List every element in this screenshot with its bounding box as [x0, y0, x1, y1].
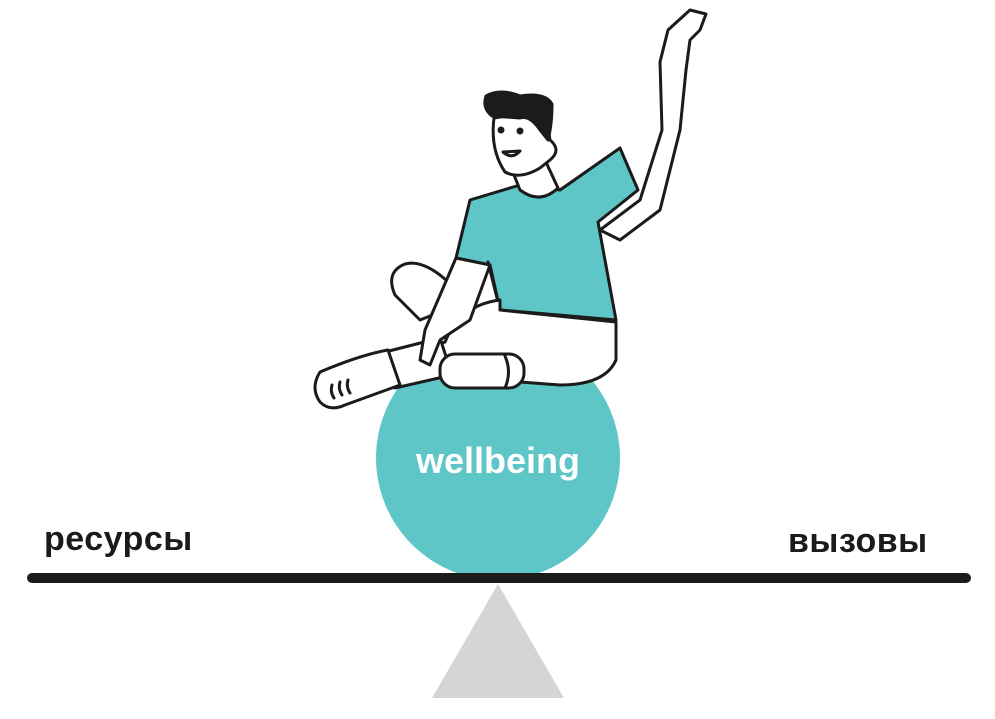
- resources-label: ресурсы: [44, 520, 193, 558]
- challenges-label: вызовы: [788, 522, 928, 560]
- wellbeing-label: wellbeing: [415, 440, 581, 481]
- fulcrum-triangle: [432, 584, 564, 698]
- wellbeing-ball: [376, 336, 620, 580]
- person-figure: [313, 8, 708, 410]
